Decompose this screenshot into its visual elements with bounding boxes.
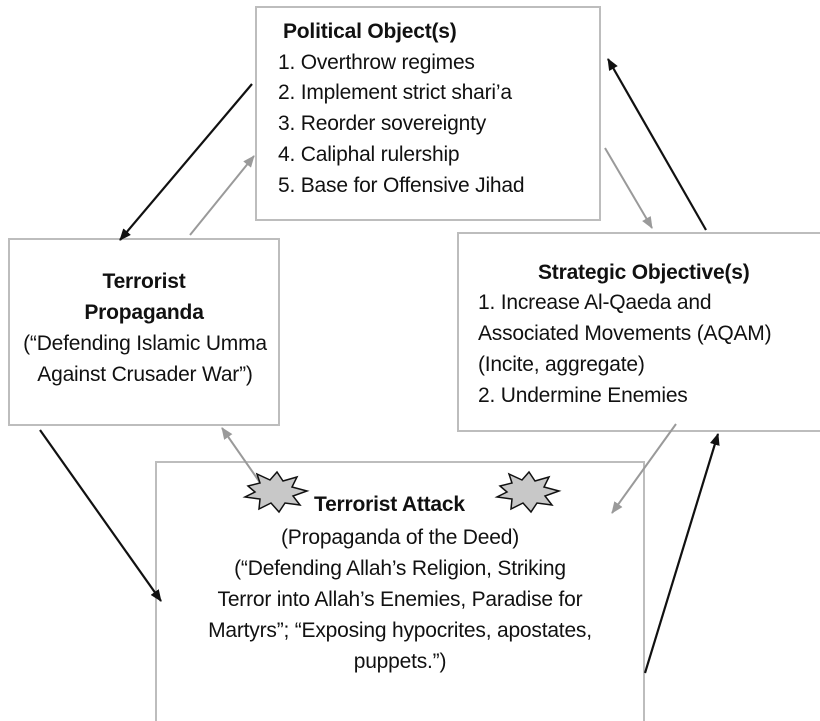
terrorist-attack-title: Terrorist Attack [314,493,465,516]
strategic-objectives-title: Strategic Objective(s) [538,261,750,284]
strategic-line-4: 2. Undermine Enemies [478,384,688,407]
arrow-strategic-to-political [607,58,707,231]
terrorist-attack-box: Terrorist Attack (Propaganda of the Deed… [155,461,645,721]
political-item-4: 4. Caliphal rulership [278,143,460,166]
propaganda-title-line-2: Propaganda [84,301,204,324]
propaganda-quote-line-1: (“Defending Islamic Umma [23,332,267,355]
arrow-propaganda-to-attack [39,429,162,602]
strategic-line-2: Associated Movements (AQAM) [478,322,772,345]
political-item-1: 1. Overthrow regimes [278,51,475,74]
political-item-2: 2. Implement strict shari’a [278,81,512,104]
strategic-objectives-box: Strategic Objective(s) 1. Increase Al-Qa… [457,232,820,432]
terrorist-propaganda-box: Terrorist Propaganda (“Defending Islamic… [8,238,280,426]
strategic-line-3: (Incite, aggregate) [478,353,645,376]
strategic-line-1: 1. Increase Al-Qaeda and [478,291,712,314]
political-objects-box: Political Object(s) 1. Overthrow regimes… [255,6,601,221]
explosion-right-icon [494,470,562,514]
arrow-propaganda-to-political [189,155,255,236]
attack-line-3: Terror into Allah’s Enemies, Paradise fo… [217,588,583,611]
attack-line-5: puppets.”) [353,650,447,673]
political-item-5: 5. Base for Offensive Jihad [278,174,525,197]
political-item-3: 3. Reorder sovereignty [278,112,487,135]
political-objects-title: Political Object(s) [283,20,457,43]
explosion-left-icon [242,470,310,514]
attack-line-2: (“Defending Allah’s Religion, Striking [234,557,566,580]
attack-line-4: Martyrs”; “Exposing hypocrites, apostate… [208,619,592,642]
arrow-strategic-to-attack [611,423,677,514]
arrow-attack-to-strategic [643,433,720,674]
propaganda-quote-line-2: Against Crusader War”) [37,363,253,386]
attack-line-1: (Propaganda of the Deed) [280,526,520,549]
propaganda-title-line-1: Terrorist [102,270,186,293]
arrow-political-to-propaganda [119,83,253,241]
arrow-political-to-strategic [604,147,653,229]
